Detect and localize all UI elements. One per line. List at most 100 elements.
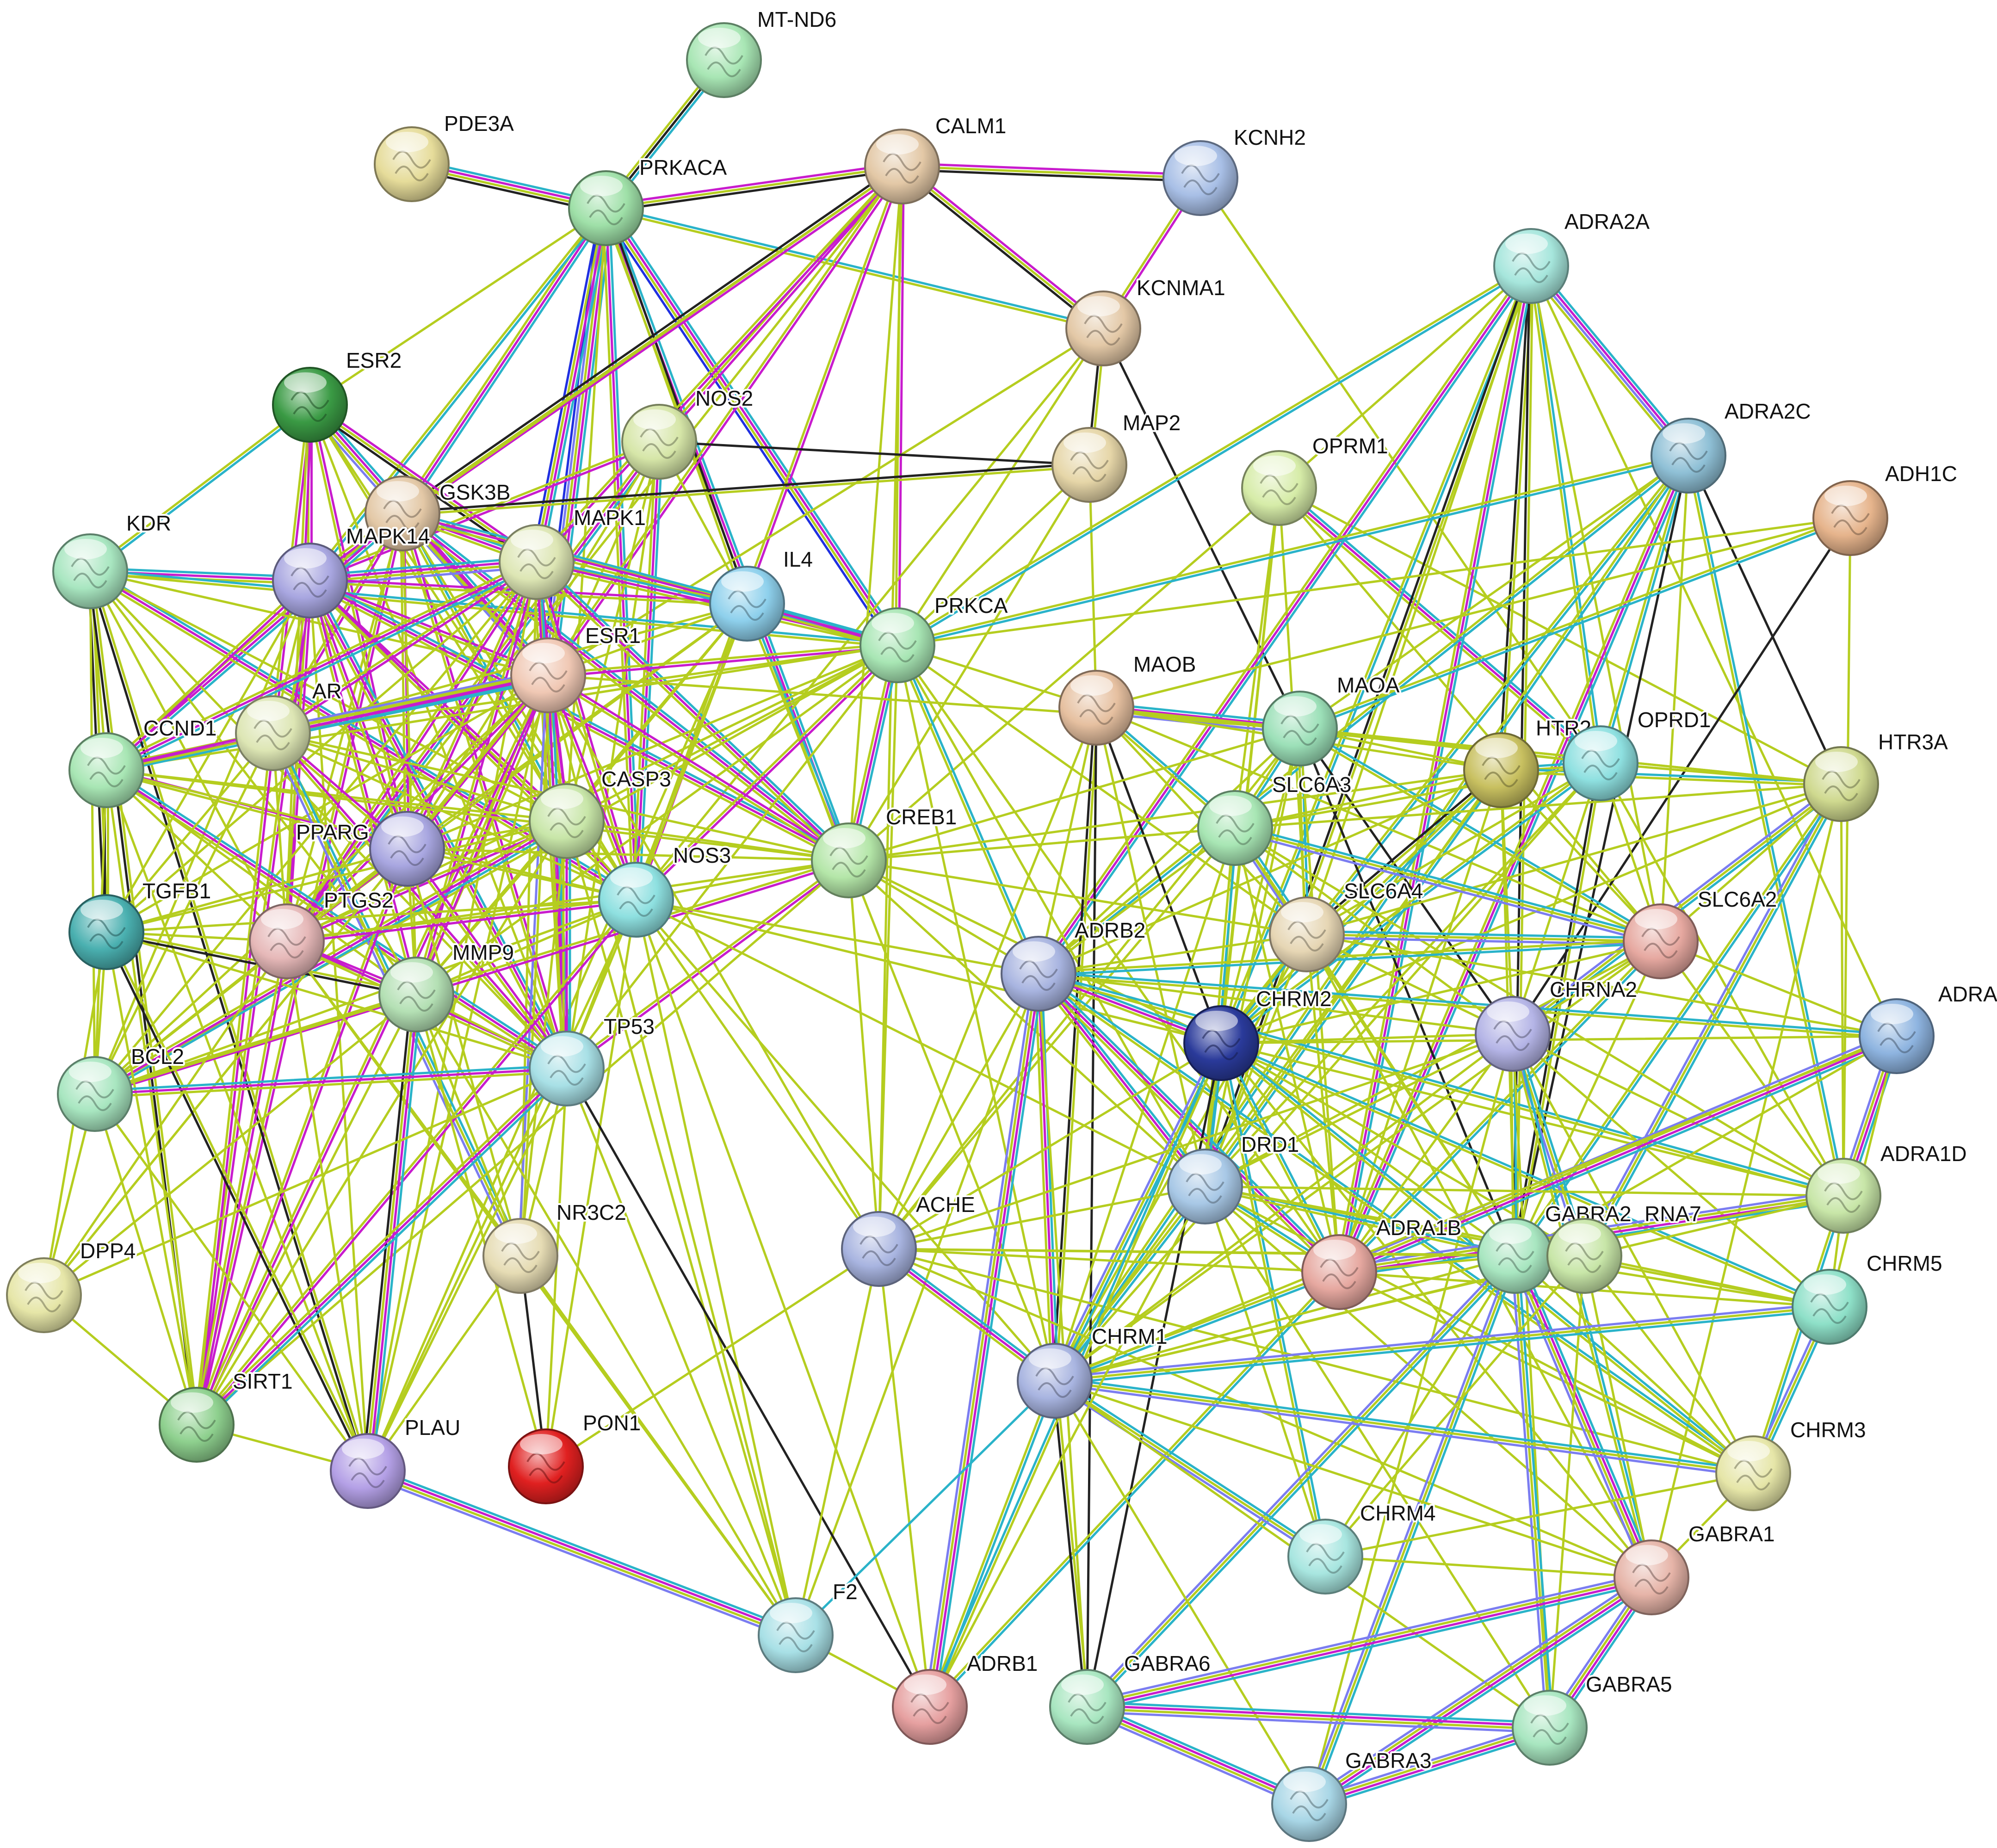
node-kcnma1[interactable]: KCNMA1 <box>1065 274 1227 366</box>
node-ar[interactable]: AR <box>235 677 344 771</box>
node-htr3a[interactable]: HTR3A <box>1803 728 1950 822</box>
node-slc6a3[interactable]: SLC6A3 <box>1197 771 1353 866</box>
node-gabra1[interactable]: GABRA1 <box>1614 1520 1777 1615</box>
node-htr2[interactable]: HTR2 <box>1463 714 1593 808</box>
node-adrb2[interactable]: ADRB2 <box>1001 916 1147 1012</box>
node-chrna2[interactable]: CHRNA2 <box>1475 976 1639 1072</box>
node-kcnh2[interactable]: KCNH2 <box>1162 124 1308 216</box>
node-esr1[interactable]: ESR1 <box>510 622 643 713</box>
node-highlight <box>1013 941 1055 962</box>
node-ccnd1[interactable]: CCND1 <box>68 714 218 808</box>
edge-strand-homology <box>1051 1382 1325 1561</box>
node-slc6a2[interactable]: SLC6A2 <box>1623 885 1779 979</box>
edge-HTR3A-SLC6A2 <box>1659 783 1842 943</box>
node-pde3a[interactable]: PDE3A <box>374 110 516 202</box>
node-adra1a[interactable]: ADRA <box>1859 980 1997 1074</box>
node-bcl2[interactable]: BCL2 <box>57 1043 186 1132</box>
node-oprd1[interactable]: OPRD1 <box>1563 706 1713 801</box>
node-highlight <box>1063 433 1106 453</box>
edge-strand-textmining <box>307 206 606 581</box>
node-label: TGFB1 <box>142 879 211 903</box>
node-chrm5[interactable]: CHRM5 <box>1792 1249 1944 1345</box>
edge-strand-textmining <box>1199 177 1602 765</box>
node-tp53[interactable]: TP53 <box>529 1013 656 1106</box>
node-esr2[interactable]: ESR2 <box>272 346 403 443</box>
edge-ESR1-PLAU <box>366 674 550 1472</box>
node-nr3c2[interactable]: NR3C2 <box>482 1199 628 1294</box>
edge-strand-textmining <box>1598 454 1688 764</box>
node-prkca[interactable]: PRKCA <box>859 592 1010 683</box>
node-calm1[interactable]: CALM1 <box>864 112 1008 204</box>
edge-strand-experiment <box>195 1067 568 1426</box>
node-chrm4[interactable]: CHRM4 <box>1287 1499 1438 1595</box>
edge-NOS2-TP53 <box>565 440 661 1070</box>
node-oprm1[interactable]: OPRM1 <box>1241 432 1390 526</box>
node-pparg[interactable]: PPARG <box>294 811 445 887</box>
node-slc6a4[interactable]: SLC6A4 <box>1269 877 1425 972</box>
edge-strand-textmining <box>88 402 310 571</box>
node-gsk3b[interactable]: GSK3B <box>365 476 512 551</box>
node-pon1[interactable]: PON1 <box>508 1409 643 1504</box>
node-chrm2[interactable]: CHRM2 <box>1183 985 1334 1081</box>
edge-strand-textmining <box>105 769 198 1426</box>
edge-ACHE-GABRA1 <box>878 1248 1653 1579</box>
node-adrb1[interactable]: ADRB1 <box>892 1650 1039 1745</box>
node-tgfb1[interactable]: TGFB1 <box>68 877 213 970</box>
node-chrm3[interactable]: CHRM3 <box>1715 1416 1868 1511</box>
node-map2[interactable]: MAP2 <box>1051 409 1182 503</box>
node-label: KCNMA1 <box>1137 276 1225 300</box>
node-nos2[interactable]: NOS2 <box>621 384 755 480</box>
node-gabra6[interactable]: GABRA6 <box>1049 1650 1212 1745</box>
node-gabra2[interactable]: GABRA2 <box>1477 1200 1633 1294</box>
node-mapk1[interactable]: MAPK1 <box>499 504 648 600</box>
node-maob[interactable]: MAOB <box>1058 650 1198 746</box>
node-sirt1[interactable]: SIRT1 <box>159 1367 295 1463</box>
node-ptgs2[interactable]: PTGS2 <box>249 886 396 979</box>
node-adra1b[interactable]: ADRA1B <box>1301 1214 1463 1310</box>
node-label: RNA7 <box>1645 1202 1701 1226</box>
node-chrna7[interactable]: RNA7 <box>1546 1200 1703 1294</box>
edge-strand-textmining <box>901 165 1202 179</box>
edge-MAOA-OPRD1 <box>1298 727 1602 765</box>
node-mt-nd6[interactable]: MT-ND6 <box>686 6 838 98</box>
node-adra1d[interactable]: ADRA1D <box>1805 1140 1969 1234</box>
node-plau[interactable]: PLAU <box>330 1414 462 1509</box>
node-maoa[interactable]: MAOA <box>1262 671 1402 766</box>
edge-MMP9-NR3C2 <box>415 993 522 1257</box>
node-ache[interactable]: ACHE <box>841 1191 977 1287</box>
edge-strand-database <box>1311 1580 1656 1810</box>
edge-ESR1-NR3C2 <box>518 674 551 1257</box>
node-f2[interactable]: F2 <box>758 1578 859 1673</box>
node-kdr[interactable]: KDR <box>52 509 173 609</box>
edge-ADRB2-CHRM1 <box>1034 972 1059 1382</box>
edge-CHRNA7-CHRM4 <box>1324 1255 1586 1558</box>
node-adh1c[interactable]: ADH1C <box>1812 460 1959 556</box>
node-dpp4[interactable]: DPP4 <box>6 1237 137 1333</box>
edge-NOS3-BCL2 <box>93 898 637 1095</box>
edge-strand-textmining <box>604 208 1104 331</box>
node-adra2a[interactable]: ADRA2A <box>1493 208 1651 304</box>
node-nos3[interactable]: NOS3 <box>598 841 733 938</box>
node-highlight <box>1274 696 1317 717</box>
node-mmp9[interactable]: MMP9 <box>378 939 516 1032</box>
node-gabra5[interactable]: GABRA5 <box>1512 1670 1674 1766</box>
node-gabra3[interactable]: GABRA3 <box>1271 1747 1434 1842</box>
node-label: HTR3A <box>1878 730 1948 754</box>
node-drd1[interactable]: DRD1 <box>1167 1131 1301 1224</box>
node-il4[interactable]: IL4 <box>709 545 815 642</box>
edge-GABRA2-CHRM1 <box>1053 1255 1516 1382</box>
node-prkaca[interactable]: PRKACA <box>568 154 729 246</box>
edge-strand-experiment <box>286 821 569 944</box>
node-label: MMP9 <box>452 940 514 964</box>
edge-strand-textmining <box>635 898 880 1250</box>
edge-PRKCA-CHRM1 <box>896 644 1056 1382</box>
edge-strand-textmining <box>635 327 1105 901</box>
node-mapk14[interactable]: MAPK14 <box>272 522 432 618</box>
node-chrm1[interactable]: CHRM1 <box>1017 1323 1169 1419</box>
node-label: IL4 <box>783 547 813 571</box>
node-adra2c[interactable]: ADRA2C <box>1651 397 1813 494</box>
node-label: MAP2 <box>1123 411 1181 435</box>
node-creb1[interactable]: CREB1 <box>811 803 958 898</box>
node-casp3[interactable]: CASP3 <box>529 765 673 859</box>
edge-ADRB2-ADRA1D <box>1037 971 1845 1199</box>
